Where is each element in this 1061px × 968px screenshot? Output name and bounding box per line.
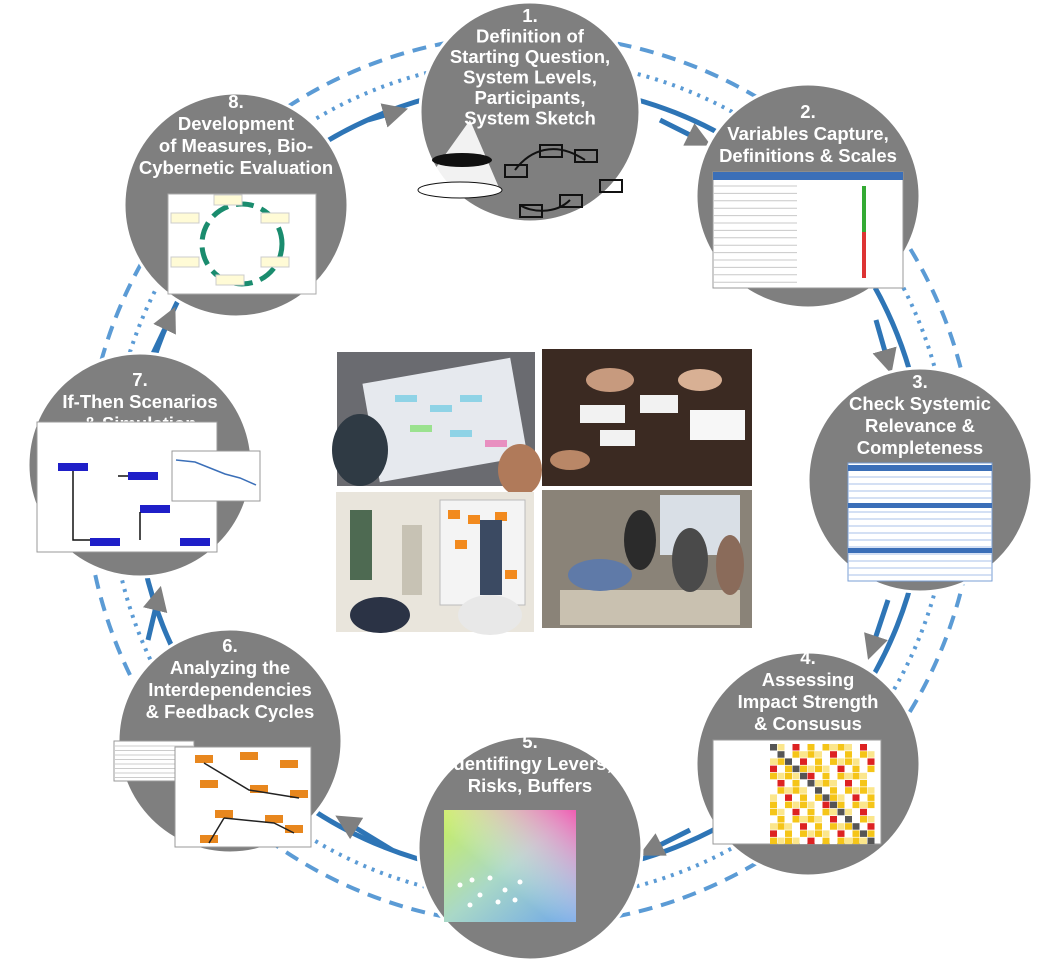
step-number: 5.	[522, 731, 537, 752]
step-8-thumbnail	[167, 193, 317, 295]
arrow-2-to-3	[872, 319, 897, 375]
step-title-line: Identifingy Levers,	[448, 753, 611, 774]
step-title-line: Development	[178, 113, 294, 134]
step-title-line: If-Then Scenarios	[62, 391, 217, 412]
step-number: 4.	[800, 647, 815, 668]
step-title-line: System Sketch	[464, 108, 596, 129]
step-number: 3.	[912, 371, 927, 392]
step-title-line: Risks, Buffers	[468, 775, 592, 796]
photo-cards-on-table	[542, 349, 752, 486]
photo-collage	[332, 349, 752, 635]
step-5-thumbnail	[444, 810, 576, 922]
step-title-line: System Levels,	[463, 67, 597, 88]
step-title-line: of Measures, Bio-	[159, 135, 313, 156]
step-title-line: & Feedback Cycles	[146, 701, 315, 722]
photo-board-presentation	[336, 492, 534, 635]
step-number: 6.	[222, 635, 237, 656]
step-number: 2.	[800, 101, 815, 122]
step-title-line: Starting Question,	[450, 46, 610, 67]
arrow-8-to-1	[367, 103, 409, 128]
step-number: 1.	[522, 5, 537, 26]
step-title-line: Definition of	[476, 26, 585, 47]
step-title-line: & Consusus	[754, 713, 862, 734]
step-title-line: Interdependencies	[148, 679, 311, 700]
step-7-thumbnail	[36, 421, 261, 553]
step-number: 8.	[228, 91, 243, 112]
step-number: 7.	[132, 369, 147, 390]
arrow-6-to-7	[142, 585, 168, 641]
step-5: 5.Identifingy Levers,Risks, Buffers	[416, 731, 644, 962]
arrow-3-to-4	[864, 599, 891, 660]
step-title-line: Analyzing the	[170, 657, 290, 678]
step-title-line: Assessing	[762, 669, 855, 690]
step-1-thumbnail	[417, 120, 623, 218]
photo-table-workshop	[332, 352, 542, 496]
step-2-title: 2.Variables Capture,Definitions & Scales	[719, 101, 897, 166]
photo-group-at-table	[542, 490, 752, 628]
step-title-line: Participants,	[474, 87, 585, 108]
step-4-thumbnail	[712, 739, 882, 845]
step-title-line: Completeness	[857, 437, 983, 458]
step-title-line: Variables Capture,	[727, 123, 888, 144]
step-title-line: Definitions & Scales	[719, 145, 897, 166]
step-5-title: 5.Identifingy Levers,Risks, Buffers	[448, 731, 611, 796]
step-6-thumbnail	[113, 740, 312, 848]
arrow-4-to-5	[638, 827, 692, 856]
step-2-thumbnail	[712, 171, 904, 289]
step-title-line: Cybernetic Evaluation	[139, 157, 333, 178]
step-title-line: Impact Strength	[738, 691, 879, 712]
step-title-line: Relevance &	[865, 415, 975, 436]
step-2: 2.Variables Capture,Definitions & Scales	[694, 82, 922, 310]
step-title-line: Check Systemic	[849, 393, 991, 414]
arrow-5-to-6	[335, 815, 394, 853]
arrow-1-to-2	[658, 117, 712, 146]
step-3-thumbnail	[847, 462, 993, 582]
step-7: 7.If-Then Scenarios& Simulation	[26, 351, 261, 579]
